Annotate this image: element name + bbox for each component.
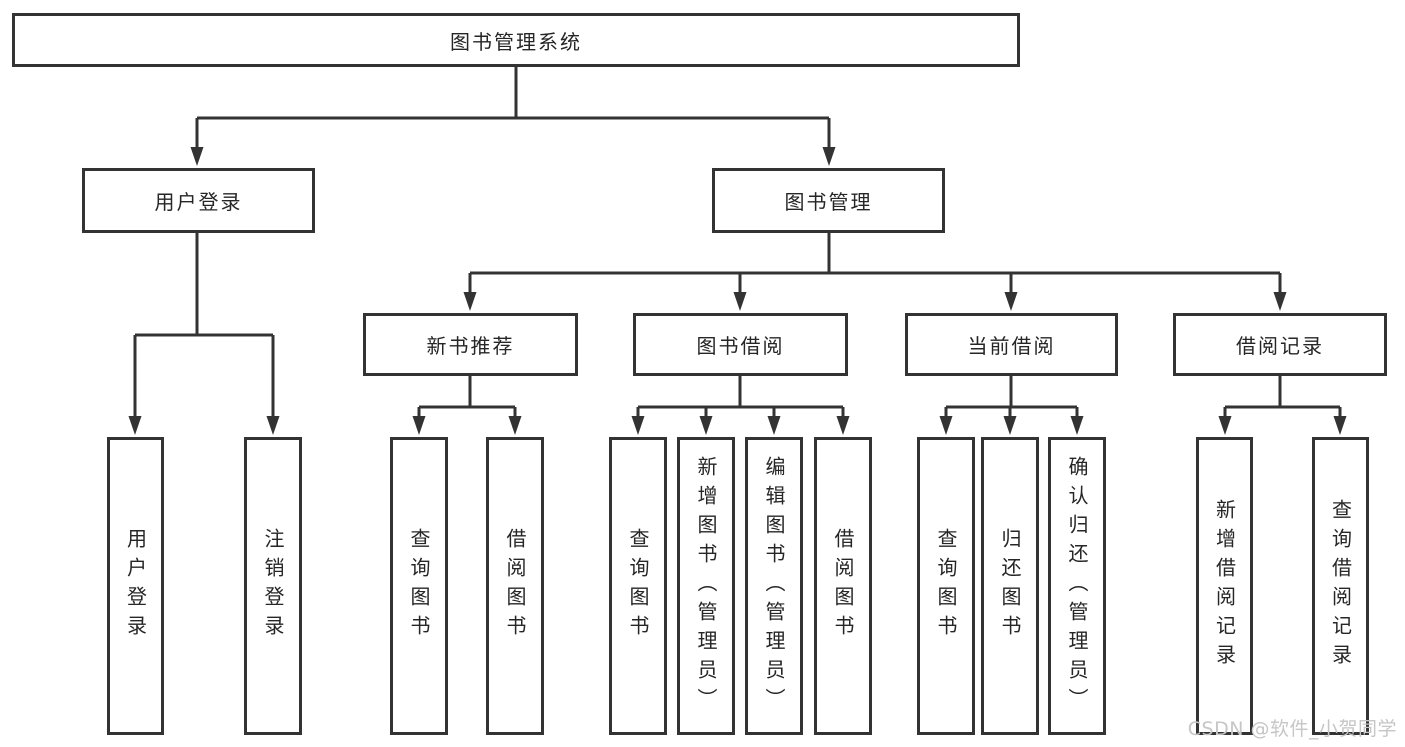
arrowhead-icon <box>822 147 836 166</box>
arrowhead-icon <box>1218 416 1232 435</box>
leaf-label: 借阅图书 <box>503 528 527 644</box>
arrowhead-icon <box>463 292 477 311</box>
leaf-add-books-admin: 新增图书（管理员） <box>677 437 735 735</box>
leaf-user-login: 用户登录 <box>107 437 164 735</box>
connector-book-borrow-to-leaves <box>636 375 845 418</box>
arrowhead-icon <box>767 416 781 435</box>
arrowhead-icon <box>1070 416 1084 435</box>
node-book-management: 图书管理 <box>712 168 945 233</box>
arrowhead-icon <box>128 416 142 435</box>
node-label: 图书管理系统 <box>450 29 582 54</box>
connector-current-borrow-to-leaves <box>944 375 1079 418</box>
arrowhead-icon <box>266 416 280 435</box>
leaf-label: 查询借阅记录 <box>1328 499 1353 673</box>
connector-root-to-level2 <box>195 67 831 150</box>
connector-user-login-to-leaves <box>133 233 275 418</box>
leaf-logout: 注销登录 <box>244 437 302 735</box>
leaf-label: 编辑图书（管理员） <box>762 455 786 717</box>
node-label: 借阅记录 <box>1236 334 1324 358</box>
leaf-label: 确认归还（管理员） <box>1065 455 1089 717</box>
leaf-label: 借阅图书 <box>831 528 855 644</box>
leaf-label: 查询图书 <box>626 528 650 644</box>
leaf-label: 新增借阅记录 <box>1212 499 1237 673</box>
arrowhead-icon <box>412 416 426 435</box>
arrowhead-icon <box>939 416 953 435</box>
leaf-label: 新增图书（管理员） <box>694 455 718 717</box>
node-borrowing-records: 借阅记录 <box>1173 313 1387 376</box>
connector-borrow-record-to-leaves <box>1223 375 1342 418</box>
arrowhead-icon <box>1004 292 1018 311</box>
leaf-query-books-recommend: 查询图书 <box>390 437 448 735</box>
node-label: 图书管理 <box>784 190 873 214</box>
arrowhead-icon <box>631 416 645 435</box>
leaf-label: 注销登录 <box>261 528 285 644</box>
leaf-label: 归还图书 <box>998 528 1022 644</box>
node-label: 用户登录 <box>154 190 243 214</box>
arrowhead-icon <box>1003 416 1017 435</box>
arrowhead-icon <box>190 147 204 166</box>
leaf-label: 查询图书 <box>934 528 958 644</box>
node-label: 图书借阅 <box>696 334 785 358</box>
arrowhead-icon <box>733 292 747 311</box>
arrowhead-icon <box>836 416 850 435</box>
leaf-query-books-current: 查询图书 <box>917 437 975 735</box>
leaf-edit-books-admin: 编辑图书（管理员） <box>745 437 803 735</box>
arrowhead-icon <box>1333 416 1347 435</box>
node-book-borrowing: 图书借阅 <box>633 313 848 376</box>
node-label: 当前借阅 <box>967 334 1056 358</box>
node-library-management-system: 图书管理系统 <box>12 13 1020 67</box>
arrowhead-icon <box>508 416 522 435</box>
leaf-label: 查询图书 <box>407 528 431 644</box>
leaf-query-books-borrowing: 查询图书 <box>609 437 667 735</box>
connector-new-book-to-leaves <box>417 375 517 418</box>
csdn-watermark: CSDN @软件_小贺同学 <box>1187 718 1397 740</box>
leaf-query-borrow-record: 查询借阅记录 <box>1312 437 1369 735</box>
arrowhead-icon <box>699 416 713 435</box>
node-current-borrowing: 当前借阅 <box>905 313 1118 376</box>
leaf-return-books: 归还图书 <box>981 437 1039 735</box>
leaf-borrow-books: 借阅图书 <box>814 437 872 735</box>
node-label: 新书推荐 <box>426 334 515 358</box>
leaf-confirm-return-admin: 确认归还（管理员） <box>1048 437 1106 735</box>
leaf-label: 用户登录 <box>123 528 148 644</box>
arrowhead-icon <box>1273 292 1287 311</box>
node-new-book-recommend: 新书推荐 <box>363 313 578 376</box>
connector-book-management-to-level3 <box>468 233 1282 294</box>
leaf-borrow-books-recommend: 借阅图书 <box>486 437 544 735</box>
leaf-add-borrow-record: 新增借阅记录 <box>1196 437 1253 735</box>
node-user-login: 用户登录 <box>82 168 315 233</box>
